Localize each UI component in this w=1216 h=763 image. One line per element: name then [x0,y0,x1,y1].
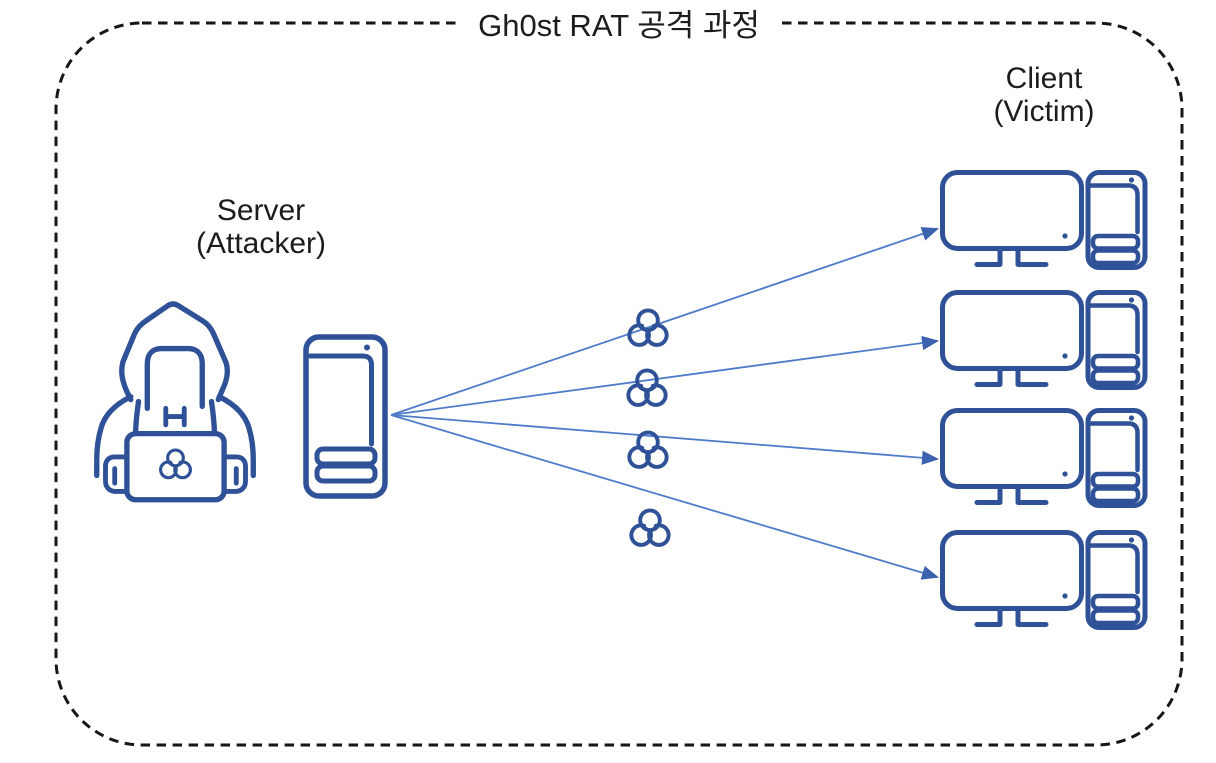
client-label-line1: Client [1005,62,1083,95]
server-label-line1: Server [216,194,306,227]
client-computer-1 [943,173,1146,268]
biohazard-icon-4 [629,508,671,547]
client-computer-4 [943,533,1146,628]
attack-arrow-4 [390,414,940,580]
client-victim-label: Client (Victim) [993,62,1094,128]
diagram-boundary [54,21,1184,747]
hacker-hooded-laptop-icon [97,304,254,500]
attack-arrows [390,227,940,580]
client-computer-2 [943,293,1146,388]
server-label-line2: (Attacker) [195,227,327,260]
attack-arrow-2 [390,335,940,416]
client-computer-3 [943,411,1146,506]
diagram-title: Gh0st RAT 공격 과정 [458,7,780,45]
client-label-line2: (Victim) [993,95,1095,128]
server-attacker-label: Server (Attacker) [196,194,326,260]
biohazard-icon-2 [626,368,668,407]
server-tower-icon [306,337,385,496]
attack-arrow-1 [390,227,940,416]
attack-arrow-3 [390,414,940,465]
